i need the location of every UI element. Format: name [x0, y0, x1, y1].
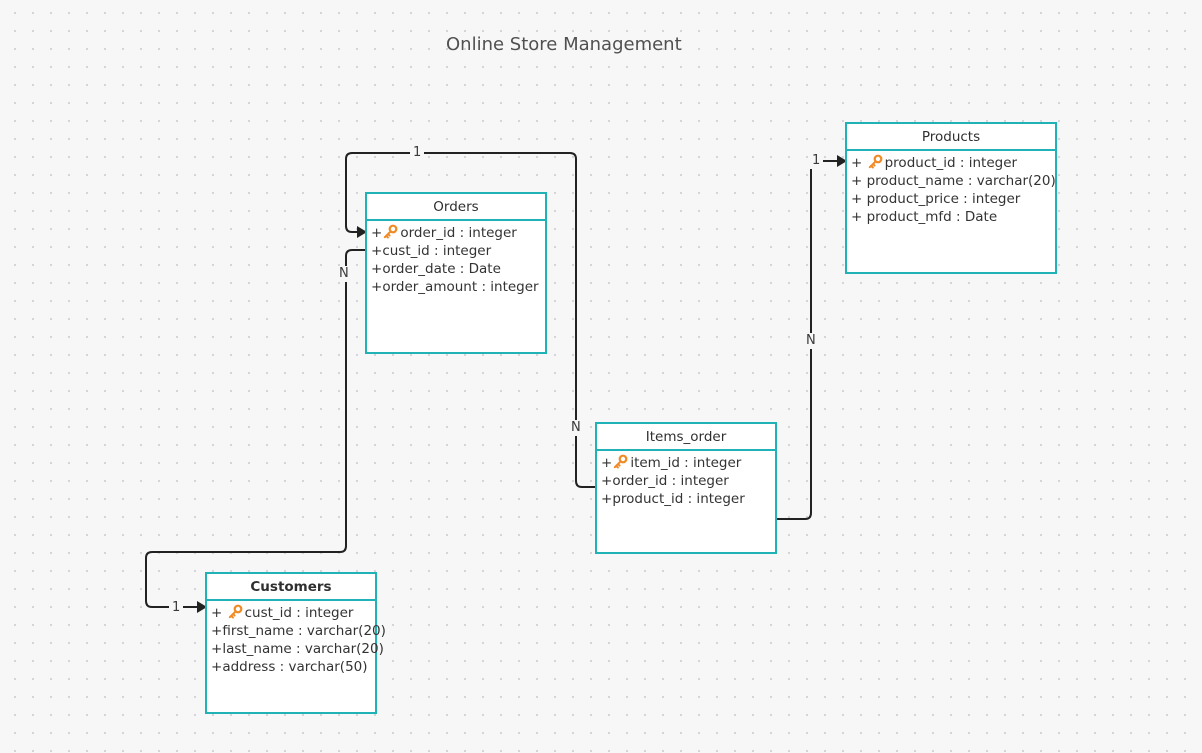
connector-items-order-to-orders[interactable] — [345, 152, 596, 488]
attr-prefix: + — [851, 209, 867, 225]
attr-prefix: + — [371, 279, 383, 295]
attr-text: cust_id : integer — [382, 243, 492, 259]
customers-attr-cust-id[interactable]: + cust_id : integer — [211, 604, 375, 622]
cardinality-customers-one: 1 — [169, 600, 184, 616]
attr-text: first_name : varchar(20) — [222, 623, 386, 639]
orders-attr-cust-id[interactable]: +cust_id : integer — [371, 242, 545, 260]
customers-attr-last-name[interactable]: +last_name : varchar(20) — [211, 640, 384, 658]
items-order-attr-item-id[interactable]: + item_id : integer — [601, 454, 775, 472]
cardinality-orders-many: N — [336, 266, 352, 282]
orders-entity[interactable]: Orders +order_id : integer +cust_id : in… — [365, 192, 547, 354]
customers-entity-header: Customers — [207, 574, 375, 601]
items-order-attr-product-id[interactable]: +product_id : integer — [601, 490, 775, 508]
primary-key-icon — [228, 604, 243, 619]
attr-text: last_name : varchar(20) — [222, 641, 384, 657]
primary-key-icon — [868, 154, 883, 169]
orders-attr-order-date[interactable]: +order_date : Date — [371, 260, 545, 278]
items-order-entity-header: Items_order — [597, 424, 775, 451]
cardinality-items-order-many-from-products: N — [803, 333, 819, 349]
diagram-title: Online Store Management — [446, 34, 682, 55]
attr-text: order_amount : integer — [382, 279, 539, 295]
attr-prefix: + — [851, 155, 867, 171]
cardinality-orders-one: 1 — [410, 145, 425, 161]
items-order-attribute-list: +item_id : integer +order_id : integer +… — [597, 451, 775, 508]
attr-prefix: + — [371, 225, 383, 241]
attr-text: order_date : Date — [382, 261, 501, 277]
attr-text: cust_id : integer — [244, 605, 354, 621]
attr-prefix: + — [851, 173, 867, 189]
products-entity-header: Products — [847, 124, 1055, 151]
attr-text: order_id : integer — [400, 225, 517, 241]
products-attr-product-price[interactable]: + product_price : integer — [851, 190, 1055, 208]
orders-attr-order-amount[interactable]: +order_amount : integer — [371, 278, 545, 296]
attr-text: order_id : integer — [612, 473, 729, 489]
attr-text: product_mfd : Date — [866, 209, 998, 225]
orders-entity-header: Orders — [367, 194, 545, 221]
connector-orders-to-customers[interactable] — [145, 249, 366, 613]
attr-prefix: + — [371, 243, 383, 259]
attr-prefix: + — [371, 261, 383, 277]
attr-text: product_price : integer — [866, 191, 1021, 207]
orders-attribute-list: +order_id : integer +cust_id : integer +… — [367, 221, 545, 296]
attr-text: product_name : varchar(20) — [866, 173, 1056, 189]
products-attr-product-name[interactable]: + product_name : varchar(20) — [851, 172, 1056, 190]
customers-attr-address[interactable]: +address : varchar(50) — [211, 658, 375, 676]
attr-text: address : varchar(50) — [222, 659, 368, 675]
customers-attr-first-name[interactable]: +first_name : varchar(20) — [211, 622, 386, 640]
customers-attribute-list: + cust_id : integer +first_name : varcha… — [207, 601, 386, 676]
customers-entity[interactable]: Customers + cust_id : integer +first_nam… — [205, 572, 386, 714]
cardinality-products-one: 1 — [809, 153, 824, 169]
attr-prefix: + — [601, 491, 613, 507]
primary-key-icon — [384, 224, 398, 239]
attr-prefix: + — [601, 455, 613, 471]
attr-prefix: + — [211, 659, 223, 675]
attr-text: product_id : integer — [884, 155, 1018, 171]
products-entity[interactable]: Products + product_id : integer + produc… — [845, 122, 1057, 274]
cardinality-items-order-many-from-orders: N — [568, 420, 584, 436]
orders-attr-order-id[interactable]: + order_id : integer — [371, 224, 545, 242]
attr-text: product_id : integer — [612, 491, 745, 507]
products-attr-product-mfd[interactable]: + product_mfd : Date — [851, 208, 1055, 226]
primary-key-icon — [614, 454, 628, 469]
attr-prefix: + — [211, 641, 223, 657]
items-order-attr-order-id[interactable]: +order_id : integer — [601, 472, 775, 490]
attr-prefix: + — [851, 191, 867, 207]
attr-prefix: + — [211, 605, 227, 621]
attr-prefix: + — [211, 623, 223, 639]
products-attr-product-id[interactable]: + product_id : integer — [851, 154, 1055, 172]
products-attribute-list: + product_id : integer + product_name : … — [847, 151, 1056, 226]
attr-prefix: + — [601, 473, 613, 489]
items-order-entity[interactable]: Items_order +item_id : integer +order_id… — [595, 422, 777, 554]
attr-text: item_id : integer — [630, 455, 742, 471]
